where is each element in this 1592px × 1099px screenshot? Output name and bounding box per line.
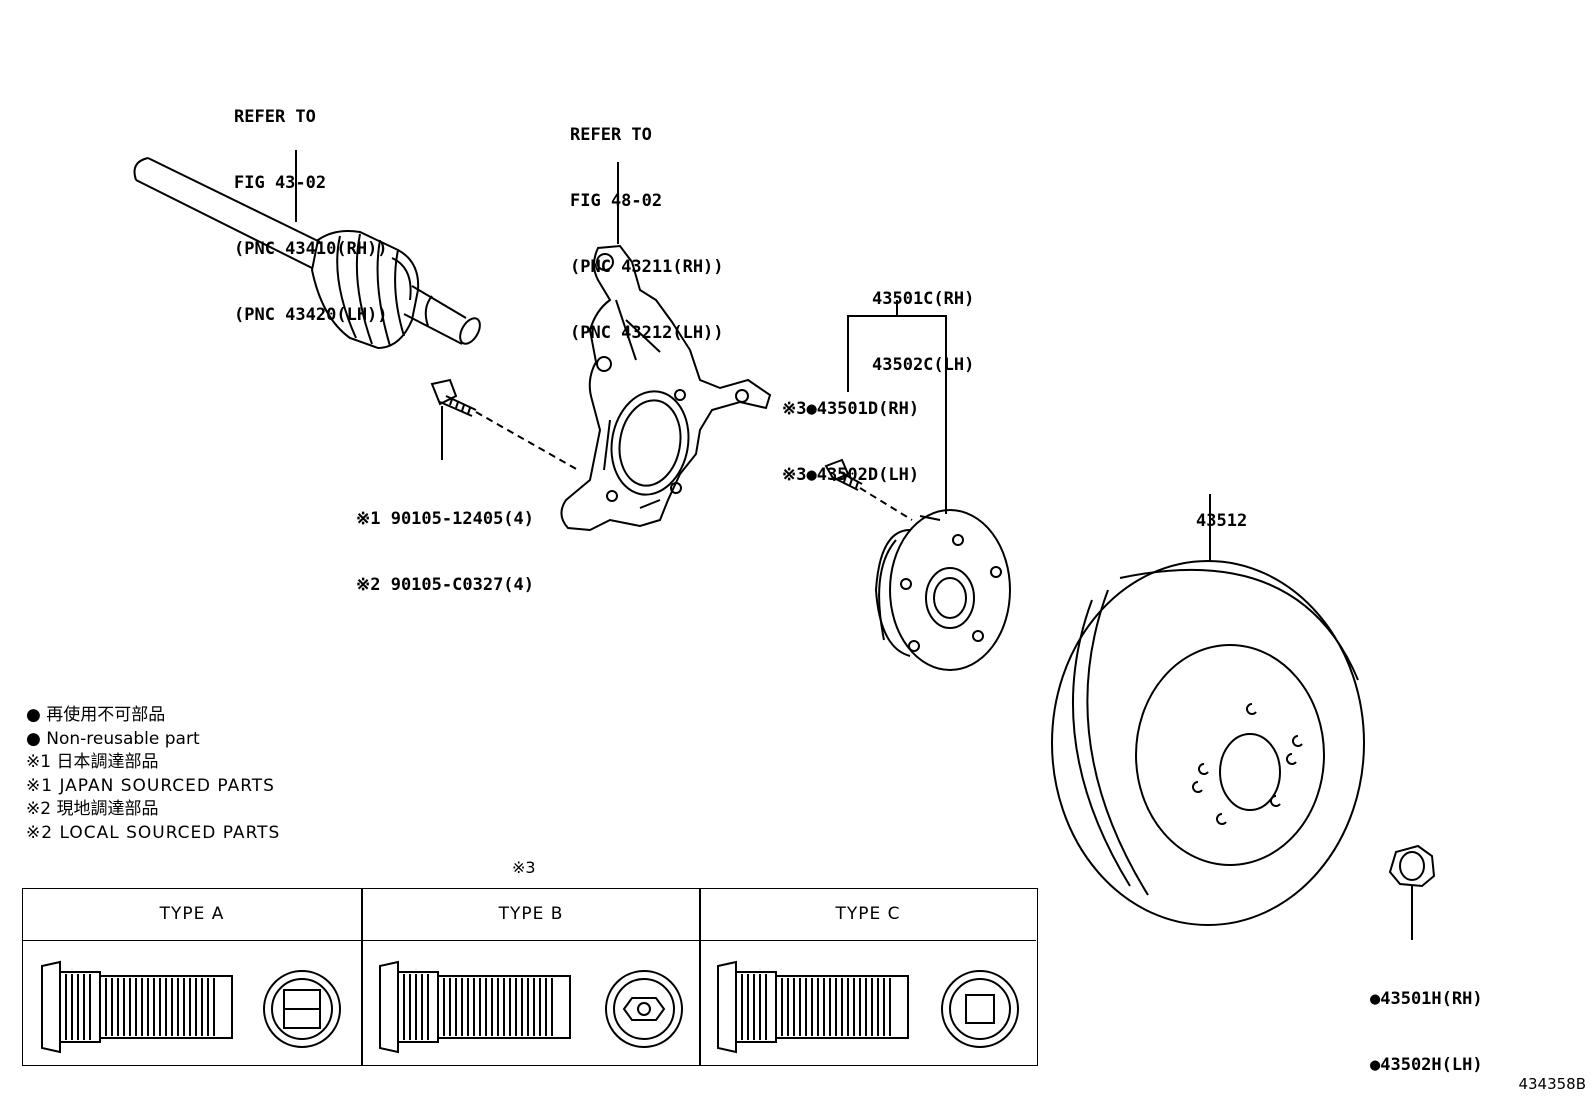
legend: ● 再使用不可部品 ● Non-reusable part ※1 日本調達部品 … [26, 704, 280, 845]
knuckle-callout-line-4: (PNC 43212(LH)) [570, 323, 724, 343]
table-divider [699, 889, 701, 1065]
hub-assy-callout-line-1: 43501C(RH) [872, 289, 975, 309]
bolt-callout: ※1 90105-12405(4) ※2 90105-C0327(4) [356, 464, 534, 618]
hub-bolt-callout-line-1: ※3●43501D(RH) [782, 399, 920, 419]
knuckle-callout: REFER TO FIG 48-02 (PNC 43211(RH)) (PNC … [570, 80, 724, 366]
hub-nut [1388, 844, 1436, 940]
knuckle-callout-line-2: FIG 48-02 [570, 191, 663, 211]
stud-type-table: TYPE A TYPE B TYPE C [22, 888, 1038, 1066]
legend-local-sourced-jp: ※2 現地調達部品 [26, 799, 159, 819]
disc-callout: 43512 [1196, 466, 1247, 554]
type-c-header: TYPE C [700, 889, 1036, 941]
type-c-cell: TYPE C [700, 889, 1036, 1065]
knuckle-callout-line-3: (PNC 43211(RH)) [570, 257, 724, 277]
type-c-stud [717, 960, 1019, 1054]
legend-japan-sourced-jp: ※1 日本調達部品 [26, 752, 159, 772]
nut-callout: ●43501H(RH) ●43502H(LH) [1370, 944, 1483, 1098]
hub-bolt-callout: ※3●43501D(RH) ※3●43502D(LH) [782, 354, 919, 508]
driveshaft-callout-line-2: FIG 43-02 [234, 173, 327, 193]
type-b-stud [379, 960, 683, 1054]
hub-assy-callout: 43501C(RH) 43502C(LH) [872, 244, 974, 398]
knuckle-callout-line-1: REFER TO [570, 125, 652, 145]
hub-assembly [847, 300, 1011, 671]
table-divider [361, 889, 363, 1065]
knuckle-bolt [430, 378, 579, 471]
hub-bolt [824, 458, 913, 521]
type-a-stud [41, 960, 341, 1054]
brake-disc [1051, 494, 1365, 926]
nut-callout-line-2: ●43502H(LH) [1370, 1055, 1483, 1075]
type-b-header: TYPE B [362, 889, 700, 941]
type-b-cell: TYPE B [362, 889, 700, 1065]
hub-assy-callout-line-2: 43502C(LH) [872, 355, 975, 375]
hub-bolt-callout-line-2: ※3●43502D(LH) [782, 465, 920, 485]
nut-callout-line-1: ●43501H(RH) [1370, 989, 1483, 1009]
bolt-callout-line-2: ※2 90105-C0327(4) [356, 575, 535, 595]
disc-callout-line-1: 43512 [1196, 511, 1248, 531]
figure-id: 434358B [1518, 1075, 1586, 1093]
type-a-header: TYPE A [23, 889, 361, 941]
legend-non-reusable-jp: ● 再使用不可部品 [26, 705, 166, 725]
type-a-cell: TYPE A [23, 889, 361, 1065]
driveshaft-callout-line-1: REFER TO [234, 107, 316, 127]
legend-non-reusable-en: ● Non-reusable part [26, 728, 200, 749]
drive-shaft [133, 150, 481, 350]
legend-japan-sourced-en: ※1 JAPAN SOURCED PARTS [26, 775, 275, 796]
driveshaft-callout-line-3: (PNC 43410(RH)) [234, 239, 388, 259]
types-note: ※3 [512, 858, 536, 877]
legend-local-sourced-en: ※2 LOCAL SOURCED PARTS [26, 822, 281, 843]
bolt-callout-line-1: ※1 90105-12405(4) [356, 509, 535, 529]
driveshaft-callout-line-4: (PNC 43420(LH)) [234, 305, 388, 325]
steering-knuckle [560, 162, 772, 532]
driveshaft-callout: REFER TO FIG 43-02 (PNC 43410(RH)) (PNC … [234, 62, 388, 348]
